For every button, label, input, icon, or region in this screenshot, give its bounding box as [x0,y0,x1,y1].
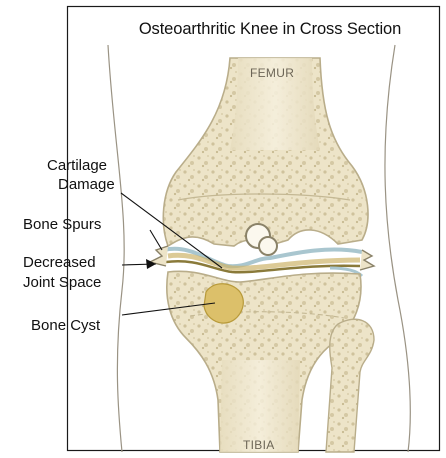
leader-bone-spurs [150,230,162,250]
cartilage-damage-label-line2: Damage [58,175,115,194]
decreased-joint-space-label-line1: Decreased [23,253,96,272]
leg-outline-left [108,45,124,452]
femur-label: FEMUR [250,66,294,80]
bone-spurs-label: Bone Spurs [23,215,101,234]
cartilage-damage-label-line1: Cartilage [47,156,107,175]
femur-bone [163,58,368,246]
leg-outline-right [385,45,410,452]
tibia-label: TIBIA [243,438,275,452]
decreased-joint-space-label-line2: Joint Space [23,273,101,292]
bone-cyst-label: Bone Cyst [31,316,100,335]
fibula-bone [326,319,374,452]
diagram-title: Osteoarthritic Knee in Cross Section [102,20,438,39]
